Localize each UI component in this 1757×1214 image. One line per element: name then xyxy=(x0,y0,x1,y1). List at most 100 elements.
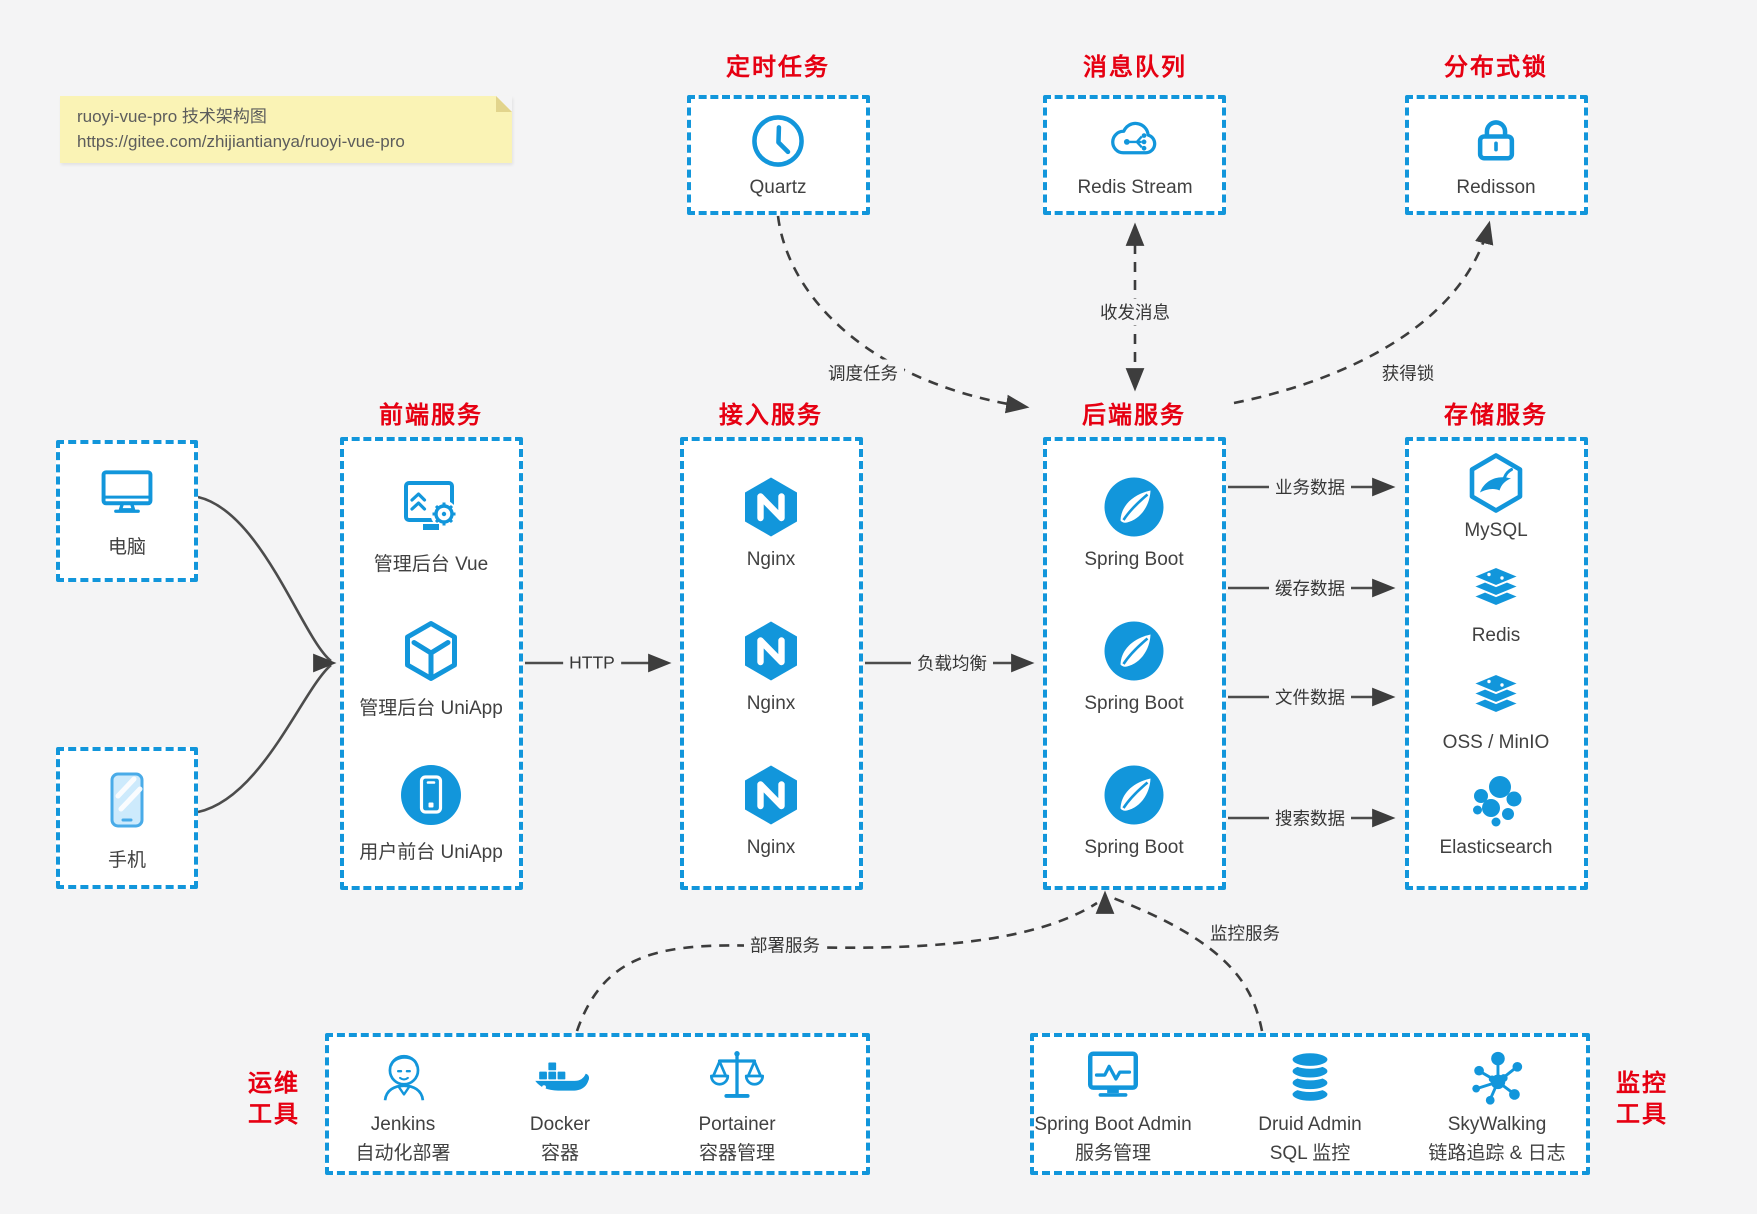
edge-label-load-balance: 负载均衡 xyxy=(911,649,993,677)
lock-icon xyxy=(1467,112,1525,170)
elasticsearch-icon xyxy=(1464,768,1528,832)
group-title-scheduled-task: 定时任务 xyxy=(726,54,830,81)
portainer-scales-icon xyxy=(706,1046,768,1108)
node-quartz: Quartz xyxy=(688,112,868,199)
cloud-queue-icon xyxy=(1106,112,1164,170)
oss-stack-icon xyxy=(1464,663,1528,727)
node-label: Nginx xyxy=(746,693,796,714)
node-nginx-2: Nginx xyxy=(681,619,861,715)
node-springboot-admin: Spring Boot Admin 服务管理 xyxy=(1023,1046,1203,1165)
edge-deploy-service xyxy=(575,901,1098,1032)
node-label: Quartz xyxy=(749,177,807,198)
nginx-icon xyxy=(739,475,803,539)
node-spring-boot-3: Spring Boot xyxy=(1044,763,1224,859)
node-sublabel: 容器 xyxy=(540,1143,579,1164)
edge-label-deploy-service: 部署服务 xyxy=(744,931,826,959)
node-nginx-1: Nginx xyxy=(681,475,861,571)
phone-icon xyxy=(95,768,159,832)
edge-label-monitor-service: 监控服务 xyxy=(1204,919,1286,947)
edge-monitor-service xyxy=(1112,896,1264,1032)
sticky-note: ruoyi-vue-pro 技术架构图 https://gitee.com/zh… xyxy=(60,96,512,163)
node-sublabel: 服务管理 xyxy=(1074,1143,1151,1164)
node-portainer: Portainer 容器管理 xyxy=(647,1046,827,1165)
column-title-frontend: 前端服务 xyxy=(379,402,483,429)
note-title: ruoyi-vue-pro 技术架构图 xyxy=(77,107,267,126)
devops-tools-box xyxy=(325,1033,870,1175)
node-label: SkyWalking xyxy=(1447,1114,1547,1135)
desktop-icon xyxy=(97,462,157,522)
group-title-message-queue: 消息队列 xyxy=(1083,54,1187,81)
side-title-line: 运维 xyxy=(248,1070,300,1097)
clock-icon xyxy=(749,112,807,170)
node-druid-admin: Druid Admin SQL 监控 xyxy=(1220,1046,1400,1165)
redisson-box xyxy=(1405,95,1588,215)
node-redis: Redis xyxy=(1406,556,1586,647)
docker-icon xyxy=(529,1046,591,1108)
node-docker: Docker 容器 xyxy=(470,1046,650,1165)
mysql-icon xyxy=(1464,451,1528,515)
node-sublabel: 链路追踪 & 日志 xyxy=(1428,1143,1566,1164)
node-label: 用户前台 UniApp xyxy=(359,842,503,863)
node-label: OSS / MinIO xyxy=(1442,732,1550,753)
node-redis-stream: Redis Stream xyxy=(1045,112,1225,199)
node-label: Redisson xyxy=(1456,177,1536,198)
spring-boot-icon xyxy=(1102,763,1166,827)
node-label: Redis Stream xyxy=(1077,177,1193,198)
redis-stream-box xyxy=(1043,95,1226,215)
node-skywalking: SkyWalking 链路追踪 & 日志 xyxy=(1392,1046,1602,1165)
node-desktop: 电脑 xyxy=(56,462,198,559)
node-spring-boot-2: Spring Boot xyxy=(1044,619,1224,715)
side-title-monitor: 监控 工具 xyxy=(1606,1068,1678,1130)
node-user-uniapp: 用户前台 UniApp xyxy=(341,763,521,864)
column-title-backend: 后端服务 xyxy=(1082,402,1186,429)
node-admin-uniapp: 管理后台 UniApp xyxy=(341,619,521,720)
node-phone: 手机 xyxy=(56,768,198,872)
node-label: Nginx xyxy=(746,549,796,570)
side-title-devops: 运维 工具 xyxy=(238,1068,310,1130)
jenkins-icon xyxy=(372,1046,434,1108)
node-elasticsearch: Elasticsearch xyxy=(1406,768,1586,859)
node-label: Spring Boot xyxy=(1084,549,1184,570)
note-fold-icon xyxy=(496,96,512,112)
skywalking-cluster-icon xyxy=(1466,1046,1528,1108)
quartz-box xyxy=(687,95,870,215)
node-jenkins: Jenkins 自动化部署 xyxy=(313,1046,493,1165)
side-title-line: 工具 xyxy=(1616,1101,1668,1128)
edge-desktop-to-frontend xyxy=(197,495,332,663)
edge-label-business-data: 业务数据 xyxy=(1269,473,1351,501)
node-label: Docker xyxy=(529,1114,591,1135)
edge-label-acquire-lock: 获得锁 xyxy=(1375,359,1441,387)
edge-label-cache-data: 缓存数据 xyxy=(1269,574,1351,602)
admin-vue-icon xyxy=(399,475,463,539)
redis-stack-icon xyxy=(1464,556,1528,620)
nginx-icon xyxy=(739,763,803,827)
node-label: 管理后台 UniApp xyxy=(359,698,503,719)
note-url: https://gitee.com/zhijiantianya/ruoyi-vu… xyxy=(77,132,405,151)
side-title-line: 工具 xyxy=(248,1101,300,1128)
node-oss-minio: OSS / MinIO xyxy=(1406,663,1586,754)
edge-label-search-data: 搜索数据 xyxy=(1269,804,1351,832)
druid-database-icon xyxy=(1279,1046,1341,1108)
node-sublabel: 容器管理 xyxy=(698,1143,775,1164)
edge-acquire-lock xyxy=(1233,220,1494,405)
node-label: Nginx xyxy=(746,837,796,858)
node-label: 电脑 xyxy=(107,537,146,558)
column-title-gateway: 接入服务 xyxy=(719,402,823,429)
node-label: Spring Boot xyxy=(1084,693,1184,714)
nginx-icon xyxy=(739,619,803,683)
spring-boot-icon xyxy=(1102,619,1166,683)
edge-phone-to-frontend xyxy=(197,664,332,814)
node-label: 管理后台 Vue xyxy=(373,554,489,575)
node-mysql: MySQL xyxy=(1406,451,1586,542)
edge-label-schedule-task: 调度任务 xyxy=(822,359,904,387)
uniapp-cube-icon xyxy=(399,619,463,683)
spring-boot-icon xyxy=(1102,475,1166,539)
node-label: Jenkins xyxy=(370,1114,436,1135)
group-title-distributed-lock: 分布式锁 xyxy=(1444,54,1548,81)
node-spring-boot-1: Spring Boot xyxy=(1044,475,1224,571)
node-label: Elasticsearch xyxy=(1439,837,1553,858)
node-redisson: Redisson xyxy=(1406,112,1586,199)
node-sublabel: SQL 监控 xyxy=(1269,1143,1351,1164)
node-label: Druid Admin xyxy=(1258,1114,1362,1135)
node-sublabel: 自动化部署 xyxy=(355,1143,451,1164)
